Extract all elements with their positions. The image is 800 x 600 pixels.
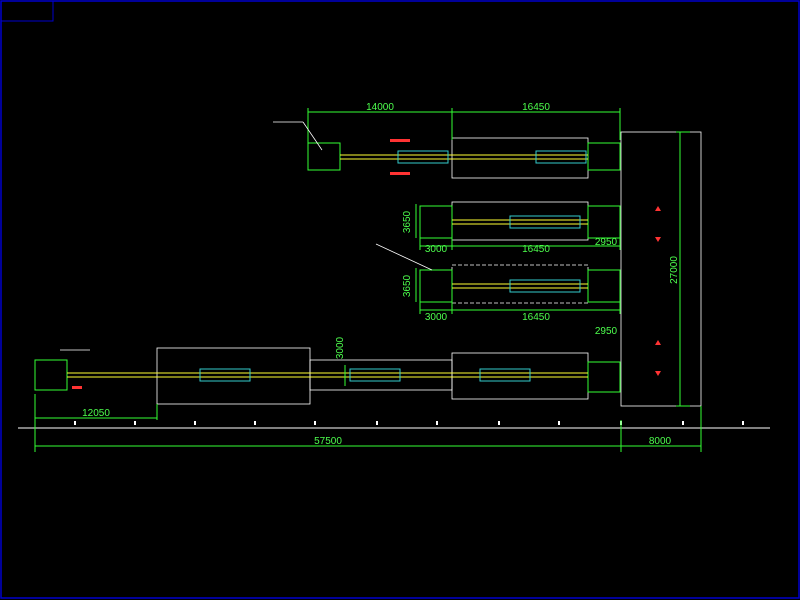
dim-row3-offset: 2950 (595, 326, 618, 337)
dim-bottom-height: 3000 (335, 336, 346, 359)
dim-row3-left: 3000 (425, 312, 448, 323)
main-building (620, 131, 702, 407)
dim-bottom-left: 12050 (82, 408, 110, 419)
dim-row3-height: 3650 (402, 274, 413, 297)
title-tab (0, 0, 54, 22)
dim-row2-left: 3000 (425, 244, 448, 255)
dim-row3-right: 16450 (522, 312, 550, 323)
dim-total-length: 57500 (314, 436, 342, 447)
red-arrows (655, 206, 661, 376)
dim-top-left: 14000 (366, 102, 394, 113)
row-2-conveyor (415, 201, 621, 250)
dim-row2-height: 3650 (402, 210, 413, 233)
dim-end-length: 8000 (649, 436, 672, 447)
dim-vertical-total: 27000 (669, 256, 680, 284)
dim-row2-offset: 2950 (595, 237, 618, 248)
bottom-conveyor (34, 347, 702, 452)
dim-row2-right: 16450 (522, 244, 550, 255)
row-1-conveyor (273, 108, 621, 179)
ground-ticks (74, 421, 744, 425)
row-3-conveyor (375, 243, 621, 314)
dim-top-right: 16450 (522, 102, 550, 113)
